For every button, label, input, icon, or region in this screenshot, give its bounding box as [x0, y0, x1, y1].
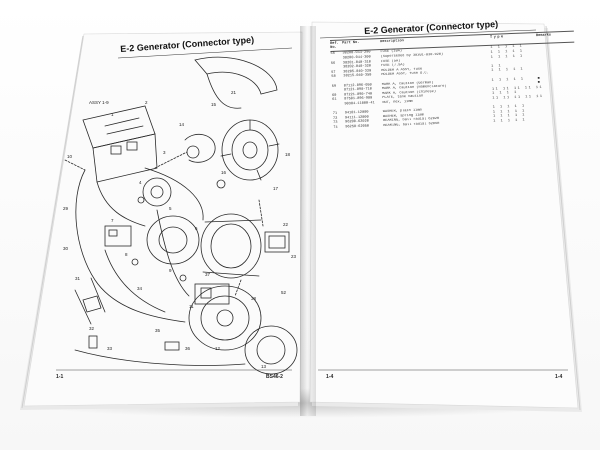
col-ref: Ref. No. [330, 41, 339, 51]
callout-32: 32 [89, 326, 95, 331]
book-gutter [300, 26, 316, 416]
callout-3: 3 [163, 150, 166, 155]
callout-7: 7 [111, 218, 114, 223]
callout-17: 17 [273, 186, 279, 191]
col-part: Part No. [342, 41, 360, 46]
callout-9: 9 [169, 268, 172, 273]
row-part-no: 96250-62050 [345, 124, 370, 130]
callout-2: 2 [145, 100, 148, 105]
callout-33: 33 [107, 346, 113, 351]
callout-11: 11 [189, 304, 194, 309]
left-folio-code: BS46-2 [266, 374, 283, 380]
callout-10: 10 [67, 154, 73, 159]
callout-36: 36 [185, 346, 191, 351]
callout-4: 4 [139, 180, 142, 185]
callout-15: 15 [211, 102, 217, 107]
callout-37: 37 [205, 272, 211, 277]
callout-13: 13 [261, 364, 267, 369]
callout-16: 16 [221, 170, 227, 175]
callout-29: 29 [63, 206, 69, 211]
col-qty: Type [489, 35, 505, 41]
right-folio-left: 1-4 [326, 374, 334, 380]
callout-31: 31 [75, 276, 81, 281]
callout-8: 8 [125, 252, 128, 257]
row-quantity: 1 1 1 1 1 [493, 118, 527, 124]
left-folio: 1-1 [56, 374, 64, 380]
right-folio-right: 1-4 [555, 374, 563, 380]
row-ref: 74 [333, 125, 338, 130]
callout-14: 14 [179, 122, 185, 127]
callout-30: 30 [63, 246, 69, 251]
row-remarks [539, 117, 569, 123]
callout-52: 52 [281, 290, 287, 295]
callout-5: 5 [169, 206, 172, 211]
callout-1: 1 [111, 112, 114, 117]
col-remarks: Remarks [535, 33, 552, 39]
callout-35: 35 [155, 328, 161, 333]
assy-label: ASSY 1-9 [89, 100, 109, 105]
callout-22: 22 [283, 222, 289, 227]
callout-23: 23 [291, 254, 297, 259]
exploded-diagram: ASSY 1-9 21 15 18 14 16 17 22 23 52 10 2… [63, 56, 298, 375]
callout-21: 21 [231, 90, 237, 95]
callout-38: 38 [251, 296, 257, 301]
callout-12: 12 [215, 346, 221, 351]
callout-6: 6 [195, 226, 198, 231]
parts-table: Ref. No. Part No. Description Type Remar… [330, 30, 577, 131]
callout-34: 34 [137, 286, 143, 291]
callout-18: 18 [285, 152, 291, 157]
